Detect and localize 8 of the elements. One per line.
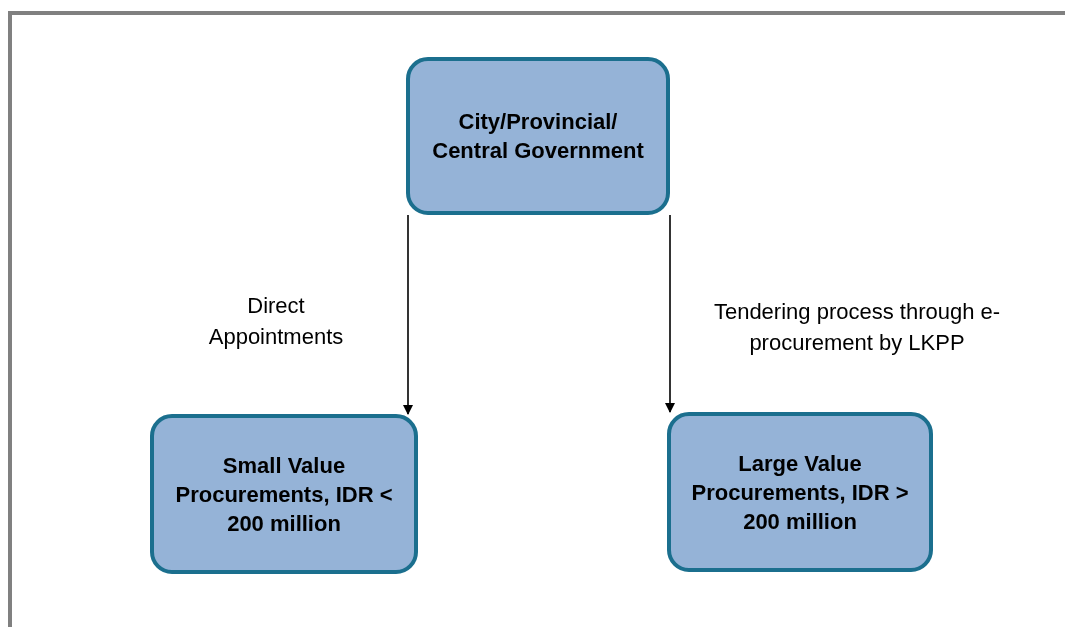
arrow: [665, 214, 675, 413]
process-box: [150, 414, 418, 574]
process-box: [667, 412, 933, 572]
arrow: [403, 214, 413, 415]
process-box: [406, 57, 670, 215]
node-text: Large Value Procurements, IDR > 200 million: [690, 449, 910, 536]
node-text: City/Provincial/ Central Government: [431, 108, 645, 165]
node-text: Small Value Procurements, IDR < 200 million: [174, 451, 394, 538]
